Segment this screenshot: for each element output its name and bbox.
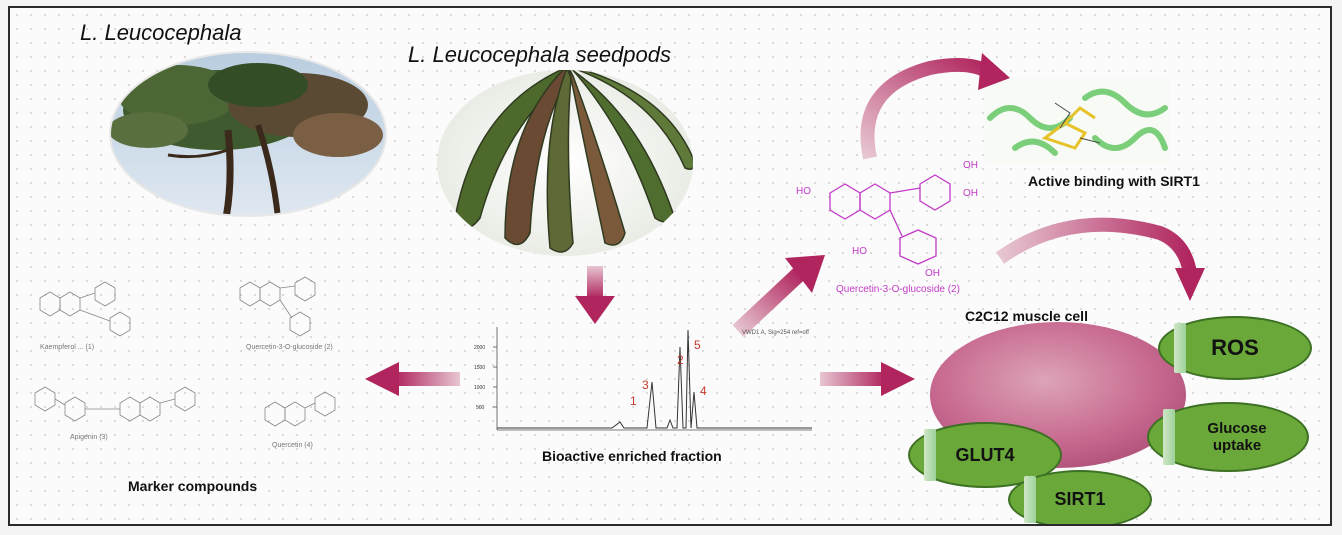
mol-oh-2: OH (963, 160, 978, 171)
hplc-chromatogram: 2000 1500 1000 500 VWD1 A, Sig=254 ref=off (474, 327, 812, 431)
diagonal-arrow (732, 255, 825, 337)
peak-label-3: 3 (642, 378, 649, 392)
quercetin-structure (829, 174, 951, 265)
peak-label-5: 5 (694, 338, 701, 352)
figure-frame: L. Leucocephala L. Leucocephala seedpods (8, 6, 1332, 526)
ros-tab (1174, 322, 1186, 374)
glucose-tab (1163, 409, 1175, 465)
svg-text:1500: 1500 (474, 365, 485, 371)
marker-caption-4: Quercetin (4) (272, 442, 313, 449)
glucose-oval: Glucose uptake (1147, 402, 1309, 472)
marker-label: Marker compounds (128, 478, 258, 494)
mol-oh-3: OH (963, 188, 978, 199)
svg-text:2000: 2000 (474, 345, 485, 351)
curved-arrow-c2c12 (995, 217, 1205, 301)
mol-oh-5: OH (925, 268, 940, 279)
protein-structure (985, 78, 1170, 163)
peak-label-1: 1 (630, 394, 637, 408)
curved-arrow-top (860, 53, 1010, 160)
glut4-tab (924, 428, 936, 482)
peak-label-2: 2 (677, 353, 684, 367)
glut4-label: GLUT4 (955, 444, 1015, 465)
marker-caption-2: Quercetin-3-O-glucoside (2) (246, 344, 333, 351)
marker-structures (34, 276, 336, 427)
active-binding-label: Active binding with SIRT1 (1028, 173, 1200, 189)
ros-oval: ROS (1158, 316, 1312, 380)
down-arrow (575, 266, 615, 324)
marker-caption-1: Kaempferol ... (1) (40, 344, 95, 351)
mol-ho-4: HO (852, 246, 867, 257)
svg-text:500: 500 (476, 405, 485, 411)
right-arrow (820, 362, 915, 396)
ros-label: ROS (1211, 335, 1259, 360)
c2c12-label: C2C12 muscle cell (965, 308, 1088, 324)
sirt1-oval: SIRT1 (1008, 470, 1152, 524)
left-arrow (365, 362, 460, 396)
mol-oh-1: HO (796, 186, 811, 197)
seedpods-photo (437, 70, 693, 256)
sirt1-label: SIRT1 (1054, 489, 1106, 509)
marker-caption-3: Apigenin (3) (70, 434, 108, 441)
quercetin-label: Quercetin-3-O-glucoside (2) (836, 284, 960, 295)
seedpods-label: L. Leucocephala seedpods (408, 42, 671, 67)
tree-label: L. Leucocephala (80, 20, 242, 45)
svg-text:VWD1 A, Sig=254 ref=off: VWD1 A, Sig=254 ref=off (742, 330, 809, 336)
peak-label-4: 4 (700, 384, 707, 398)
tree-photo (109, 51, 387, 217)
sirt1-tab (1024, 476, 1036, 523)
svg-text:1000: 1000 (474, 385, 485, 391)
bioactive-label: Bioactive enriched fraction (542, 448, 722, 464)
glucose-label: Glucose uptake (1207, 420, 1267, 454)
